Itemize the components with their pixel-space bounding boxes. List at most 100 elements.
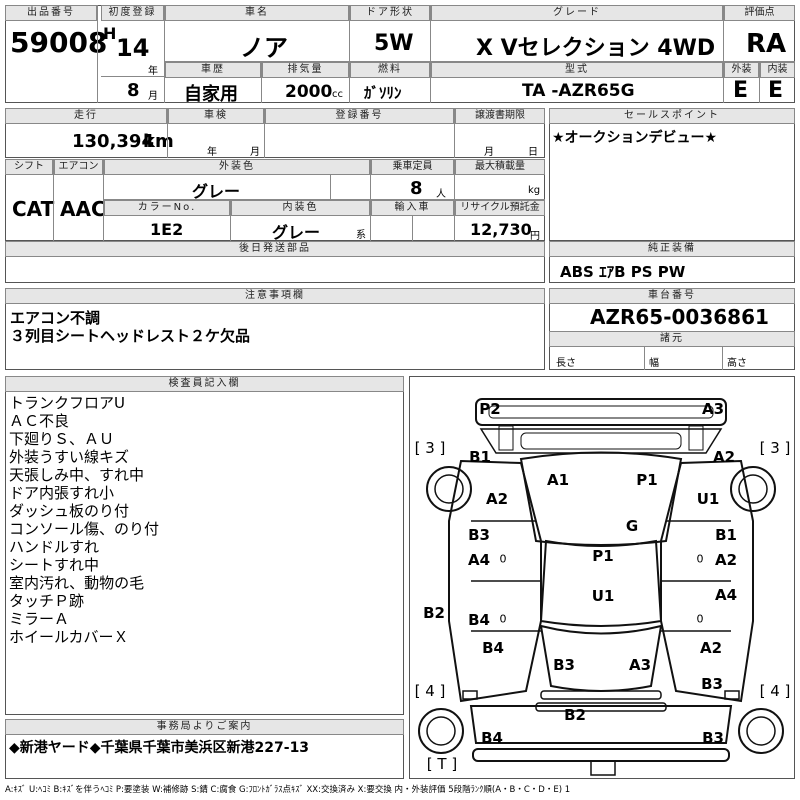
damage-mark: A2 <box>699 639 723 657</box>
displacement-label: 排気量 <box>262 62 349 78</box>
inspector-line: ドア内張すれ小 <box>9 484 115 502</box>
interior-color: グレー <box>272 223 321 242</box>
car-name-label: 車名 <box>165 5 349 21</box>
color-number: 1E2 <box>150 220 184 239</box>
model-code: TA -AZR65G <box>522 81 635 101</box>
displacement-unit: cc <box>332 89 343 100</box>
exterior-score: E <box>733 78 749 103</box>
damage-mark: B3 <box>702 729 724 747</box>
max-load-label: 最大積載量 <box>455 159 545 175</box>
interior-color-unit: 系 <box>356 230 366 241</box>
zero-mark: 0 <box>696 552 704 566</box>
chassis-number-label: 車台番号 <box>549 288 795 304</box>
history-label: 車歴 <box>165 62 261 78</box>
note-line-2: ３列目シートヘッドレスト２ケ欠品 <box>10 327 251 345</box>
legend: A:ｷｽﾞ U:ﾍｺﾐ B:ｷｽﾞを伴うﾍｺﾐ P:要塗装 W:補修跡 S:錆 … <box>5 785 571 795</box>
recycle-fee-unit: 円 <box>530 231 540 242</box>
lot-number: 59008 <box>10 26 108 59</box>
registration-number-label: 登録番号 <box>265 108 454 124</box>
grade-label: グレード <box>431 5 723 21</box>
inspector-line: 天張しみ中、すれ中 <box>9 466 145 484</box>
score-label: 評価点 <box>724 5 795 21</box>
inspection-label: 車検 <box>168 108 264 124</box>
year-unit: 年 <box>148 66 158 77</box>
inspector-line: シートすれ中 <box>9 556 100 574</box>
capacity-unit: 人 <box>436 189 446 200</box>
exterior-label: 外装 <box>724 62 759 78</box>
height-label: 高さ <box>727 358 747 369</box>
inspector-panel <box>5 376 404 715</box>
damage-mark: P2 <box>479 400 501 418</box>
damage-mark: A3 <box>701 400 725 418</box>
damage-mark: P1 <box>592 547 614 565</box>
history: 自家用 <box>184 84 238 105</box>
max-load-unit: kg <box>528 185 541 196</box>
inspector-line: 外装うすい線キズ <box>9 448 130 466</box>
grade: X Vセレクション 4WD <box>476 36 716 61</box>
damage-mark: B4 <box>482 639 504 657</box>
inspector-line: コンソール傷、のり付 <box>9 520 160 538</box>
interior-color-label: 内装色 <box>231 200 370 216</box>
note-line-1: エアコン不調 <box>10 309 101 327</box>
recycle-fee: 12,730 <box>470 220 532 239</box>
aircon-label: エアコン <box>54 159 103 175</box>
inspector-line: 下廻りＳ、ＡＵ <box>9 430 115 448</box>
notes-label: 注意事項欄 <box>5 288 545 304</box>
capacity-label: 乗車定員 <box>371 159 454 175</box>
model-label: 型式 <box>431 62 723 78</box>
inspector-line: トランクフロアU <box>9 394 125 412</box>
import-label: 輸入車 <box>371 200 454 216</box>
car-outline <box>418 398 784 776</box>
fuel: ｶﾞｿﾘﾝ <box>364 84 402 102</box>
transfer-deadline-label: 譲渡書期限 <box>455 108 545 124</box>
registration-year: 14 <box>116 34 150 62</box>
fuel-label: 燃料 <box>350 62 430 78</box>
exterior-color-label: 外装色 <box>104 159 370 175</box>
inspector-line: ホイールカバーＸ <box>9 628 129 646</box>
mileage: 130,394 <box>72 131 154 152</box>
damage-mark: A4 <box>467 551 491 569</box>
damage-mark: B3 <box>468 526 490 544</box>
interior-label: 内装 <box>760 62 795 78</box>
damage-mark: A2 <box>712 448 736 466</box>
sales-point-label: セールスポイント <box>549 108 795 124</box>
mileage-label: 走行 <box>5 108 167 124</box>
sales-point-panel <box>549 108 795 241</box>
overall-score: RA <box>746 29 787 59</box>
panel-bracket: [ 4 ] <box>414 682 446 700</box>
interior-score: E <box>768 78 784 103</box>
damage-mark: B4 <box>468 611 490 629</box>
inspection-month-unit: 月 <box>250 147 260 158</box>
color-number-label: カラーNo. <box>104 200 230 216</box>
car-name: ノア <box>240 34 288 62</box>
transfer-month-unit: 月 <box>484 147 494 158</box>
equipment: ABS ｴｱB PS PW <box>560 263 686 281</box>
damage-mark: A3 <box>628 656 652 674</box>
panel-bracket: [ 3 ] <box>759 439 791 457</box>
panel-bracket: [ 3 ] <box>414 439 446 457</box>
registration-month: 8 <box>127 80 140 101</box>
later-parts-label: 後日発送部品 <box>5 241 545 257</box>
capacity: 8 <box>410 178 423 199</box>
header-table <box>5 5 795 103</box>
aircon: AAC <box>60 197 106 221</box>
width-label: 幅 <box>649 358 659 369</box>
damage-mark: B4 <box>481 729 503 747</box>
panel-bracket: [ 4 ] <box>759 682 791 700</box>
damage-mark: G <box>625 517 639 535</box>
recycle-fee-label: リサイクル預託金 <box>455 200 545 216</box>
damage-mark: A2 <box>485 490 509 508</box>
shift: CAT <box>12 197 55 221</box>
zero-mark: 0 <box>499 612 507 626</box>
inspector-line: 室内汚れ、動物の毛 <box>9 574 145 592</box>
length-label: 長さ <box>556 358 576 369</box>
door-type-label: ドア形状 <box>350 5 430 21</box>
dimensions-label: 諸元 <box>549 331 795 347</box>
office-text: ◆新港ヤード◆千葉県千葉市美浜区新港227-13 <box>9 740 310 756</box>
inspector-line: ハンドルすれ <box>9 538 100 556</box>
inspector-line: ＡＣ不良 <box>9 412 70 430</box>
lot-number-label: 出品番号 <box>5 5 97 21</box>
inspector-line: ミラーＡ <box>9 610 70 628</box>
panel-bracket: [ T ] <box>426 755 458 773</box>
era: H <box>103 24 117 43</box>
